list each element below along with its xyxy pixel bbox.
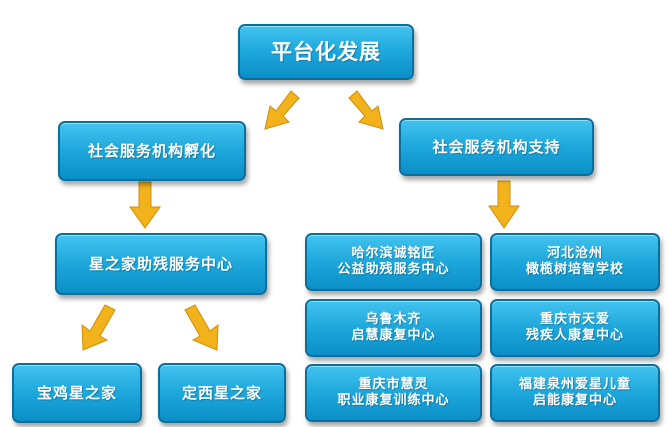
arrow-root-to-incubation-icon — [264, 90, 300, 130]
node-hebei: 河北沧州 橄榄树培智学校 — [490, 233, 660, 291]
node-urumqi: 乌鲁木齐 启慧康复中心 — [305, 299, 482, 357]
arrow-xingzhijia-to-baoji-icon — [81, 304, 116, 351]
node-fujian: 福建泉州爱星儿童 启能康复中心 — [490, 364, 660, 422]
arrow-root-to-support-icon — [348, 90, 384, 130]
node-incubation-label: 社会服务机构孵化 — [87, 141, 216, 160]
node-urumqi-line1: 乌鲁木齐 — [365, 311, 422, 327]
arrow-incubation-to-xingzhijia-icon — [129, 181, 161, 229]
node-urumqi-line2: 启慧康复中心 — [351, 328, 436, 343]
node-chongqing-tianai-line1: 重庆市天爱 — [539, 311, 610, 327]
node-chongqing-huiling-line2: 职业康复训练中心 — [337, 393, 450, 408]
arrow-support-to-centers-icon — [488, 180, 520, 229]
node-root: 平台化发展 — [238, 24, 414, 80]
node-baoji: 宝鸡星之家 — [12, 363, 142, 423]
node-baoji-label: 宝鸡星之家 — [36, 383, 117, 402]
node-root-label: 平台化发展 — [271, 39, 381, 64]
node-fujian-line1: 福建泉州爱星儿童 — [518, 376, 631, 392]
node-harbin-line1: 哈尔滨诚铭匠 — [351, 245, 436, 261]
node-dingxi-label: 定西星之家 — [181, 383, 262, 402]
node-support: 社会服务机构支持 — [399, 118, 594, 176]
node-dingxi: 定西星之家 — [158, 363, 286, 423]
node-chongqing-tianai: 重庆市天爱 残疾人康复中心 — [490, 299, 660, 357]
node-hebei-line2: 橄榄树培智学校 — [525, 262, 624, 277]
node-harbin: 哈尔滨诚铭匠 公益助残服务中心 — [305, 233, 482, 291]
node-xingzhijia-label: 星之家助残服务中心 — [88, 254, 233, 273]
node-incubation: 社会服务机构孵化 — [58, 121, 246, 181]
arrow-xingzhijia-to-dingxi-icon — [184, 304, 219, 351]
node-harbin-line2: 公益助残服务中心 — [337, 262, 450, 277]
node-fujian-line2: 启能康复中心 — [532, 393, 617, 408]
node-support-label: 社会服务机构支持 — [432, 137, 561, 156]
node-chongqing-huiling: 重庆市慧灵 职业康复训练中心 — [305, 364, 482, 422]
node-chongqing-huiling-line1: 重庆市慧灵 — [358, 376, 429, 392]
node-hebei-line1: 河北沧州 — [546, 245, 603, 261]
node-chongqing-tianai-line2: 残疾人康复中心 — [525, 328, 624, 343]
node-xingzhijia: 星之家助残服务中心 — [55, 233, 267, 295]
